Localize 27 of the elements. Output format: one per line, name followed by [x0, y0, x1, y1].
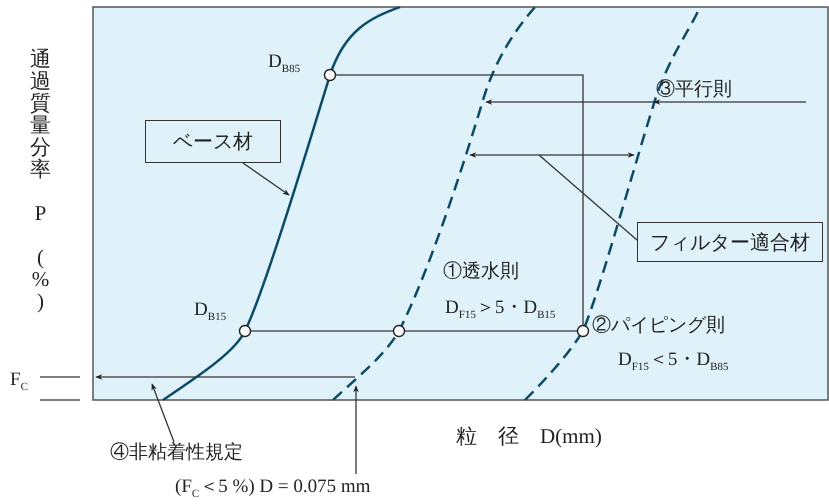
connector-line: [250, 330, 394, 332]
axis-label: F$_{C}$: [10, 370, 28, 394]
leader-arrow: [151, 383, 175, 442]
material-box: フィルター適合材: [637, 222, 823, 262]
connector-line: [404, 330, 578, 332]
point-marker: [392, 324, 406, 338]
axis-title: 通過質量分率 P (%): [30, 48, 51, 312]
double-arrow: [469, 152, 635, 158]
point-marker: [238, 324, 252, 338]
leader-arrow: [486, 99, 806, 105]
leader-line: [538, 154, 638, 240]
condition-text: (F$_{C}$＜5 %) D = 0.075 mm: [175, 477, 370, 500]
leader-arrow: [353, 385, 359, 474]
leader-arrow: [242, 162, 290, 196]
rule-formula: D$_{F15}$＞5・D$_{B15}$: [445, 298, 556, 322]
point-label: D$_{B15}$: [194, 300, 226, 324]
rule-label: ④非粘着性規定: [110, 443, 243, 464]
point-marker: [576, 324, 590, 338]
point-marker: [324, 68, 336, 82]
connector-line: [336, 74, 584, 326]
rule-label: ②パイピング則: [592, 316, 725, 337]
material-box: ベース材: [145, 120, 281, 163]
rule-label: ③平行則: [656, 80, 806, 101]
rule-label: ①透水則: [443, 262, 519, 283]
point-label: D$_{B85}$: [268, 52, 300, 76]
axis-title: 粒 径 D(mm): [456, 425, 602, 448]
rule-formula: D$_{F15}$＜5・D$_{B85}$: [618, 350, 728, 374]
